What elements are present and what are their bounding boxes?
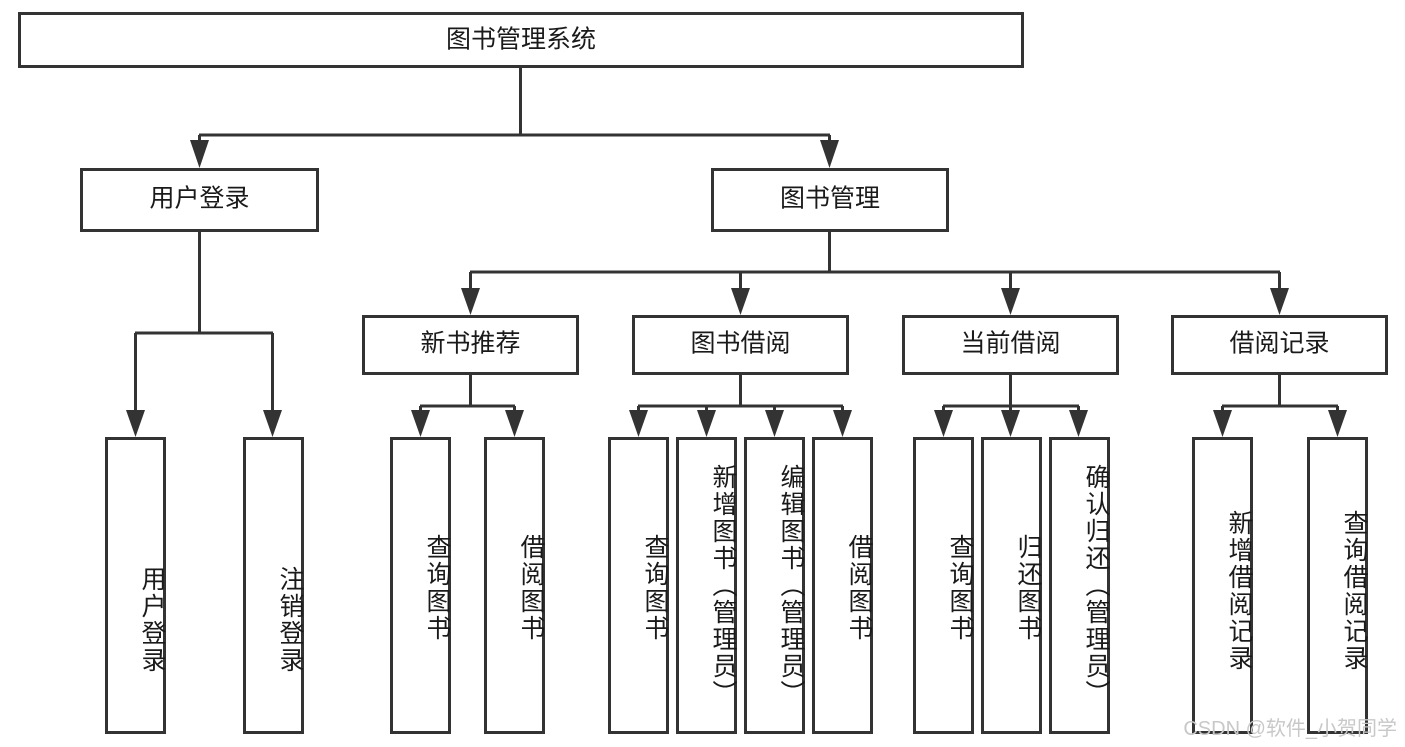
leaf-box-user-login[interactable]	[105, 437, 166, 734]
leaf-boxes-group	[105, 437, 1368, 734]
leaf-box-query-book-1[interactable]	[390, 437, 451, 734]
arrow-head-leaf-borrow-book-2	[833, 410, 852, 437]
arrow-head-leaf-edit-book	[765, 410, 784, 437]
connector-group-book-manage	[461, 232, 1289, 315]
arrow-head-leaf-query-book-2	[629, 410, 648, 437]
csdn-watermark: CSDN @软件_小贺同学	[1183, 718, 1397, 740]
node-user-login-box[interactable]	[80, 168, 319, 232]
arrow-head-leaf-add-book	[697, 410, 716, 437]
node-root-label: 图书管理系统	[446, 26, 596, 54]
node-book-borrow-box[interactable]	[632, 315, 849, 375]
leaf-box-query-book-2[interactable]	[608, 437, 669, 734]
node-user-login[interactable]: 用户登录	[80, 168, 319, 232]
node-root-box[interactable]	[18, 12, 1024, 68]
node-current-borrow-box[interactable]	[902, 315, 1119, 375]
leaf-box-add-record[interactable]	[1192, 437, 1253, 734]
arrow-head-leaf-return-book	[1001, 410, 1020, 437]
arrow-head-current-borrow	[1001, 288, 1020, 315]
arrow-head-leaf-query-book-3	[934, 410, 953, 437]
arrow-head-user-login	[190, 140, 209, 168]
arrow-head-leaf-query-record	[1328, 410, 1347, 437]
leaf-box-borrow-book-2[interactable]	[812, 437, 873, 734]
node-book-manage-label: 图书管理	[780, 185, 880, 213]
leaf-box-confirm-return[interactable]	[1049, 437, 1110, 734]
arrow-head-borrow-record	[1270, 288, 1289, 315]
leaf-box-add-book[interactable]	[676, 437, 737, 734]
node-book-manage-box[interactable]	[711, 168, 949, 232]
arrow-head-new-book-recommend	[461, 288, 480, 315]
node-book-borrow-label: 图书借阅	[690, 330, 790, 358]
node-root[interactable]: 图书管理系统	[18, 12, 1024, 68]
node-book-manage[interactable]: 图书管理	[711, 168, 949, 232]
arrow-head-leaf-query-book-1	[411, 410, 430, 437]
node-current-borrow-label: 当前借阅	[960, 330, 1060, 358]
arrow-head-book-manage	[820, 140, 839, 168]
connector-group-root	[190, 67, 839, 168]
connector-group-current-borrow-leaves	[934, 375, 1088, 437]
node-borrow-record-label: 借阅记录	[1229, 330, 1329, 358]
arrow-head-leaf-user-login	[126, 410, 145, 437]
node-new-book-recommend-label: 新书推荐	[420, 330, 520, 358]
node-user-login-label: 用户登录	[149, 185, 249, 213]
connector-group-borrow-record-leaves	[1213, 375, 1347, 437]
leaf-box-borrow-book-1[interactable]	[484, 437, 545, 734]
leaf-box-edit-book[interactable]	[744, 437, 805, 734]
arrow-head-leaf-borrow-book-1	[505, 410, 524, 437]
leaf-box-user-logout[interactable]	[243, 437, 304, 734]
node-new-book-recommend[interactable]: 新书推荐	[362, 315, 579, 375]
node-borrow-record[interactable]: 借阅记录	[1171, 315, 1388, 375]
arrow-head-leaf-add-record	[1213, 410, 1232, 437]
leaf-box-query-record[interactable]	[1307, 437, 1368, 734]
node-new-book-recommend-box[interactable]	[362, 315, 579, 375]
connector-group-new-book-leaves	[411, 375, 524, 437]
leaf-box-return-book[interactable]	[981, 437, 1042, 734]
arrow-head-leaf-confirm-return	[1069, 410, 1088, 437]
node-current-borrow[interactable]: 当前借阅	[902, 315, 1119, 375]
node-book-borrow[interactable]: 图书借阅	[632, 315, 849, 375]
node-borrow-record-box[interactable]	[1171, 315, 1388, 375]
arrow-head-book-borrow	[731, 288, 750, 315]
connector-group-book-borrow-leaves	[629, 375, 852, 437]
arrow-head-leaf-user-logout	[263, 410, 282, 437]
connector-group-user-login-leaves	[126, 232, 282, 437]
leaf-box-query-book-3[interactable]	[913, 437, 974, 734]
